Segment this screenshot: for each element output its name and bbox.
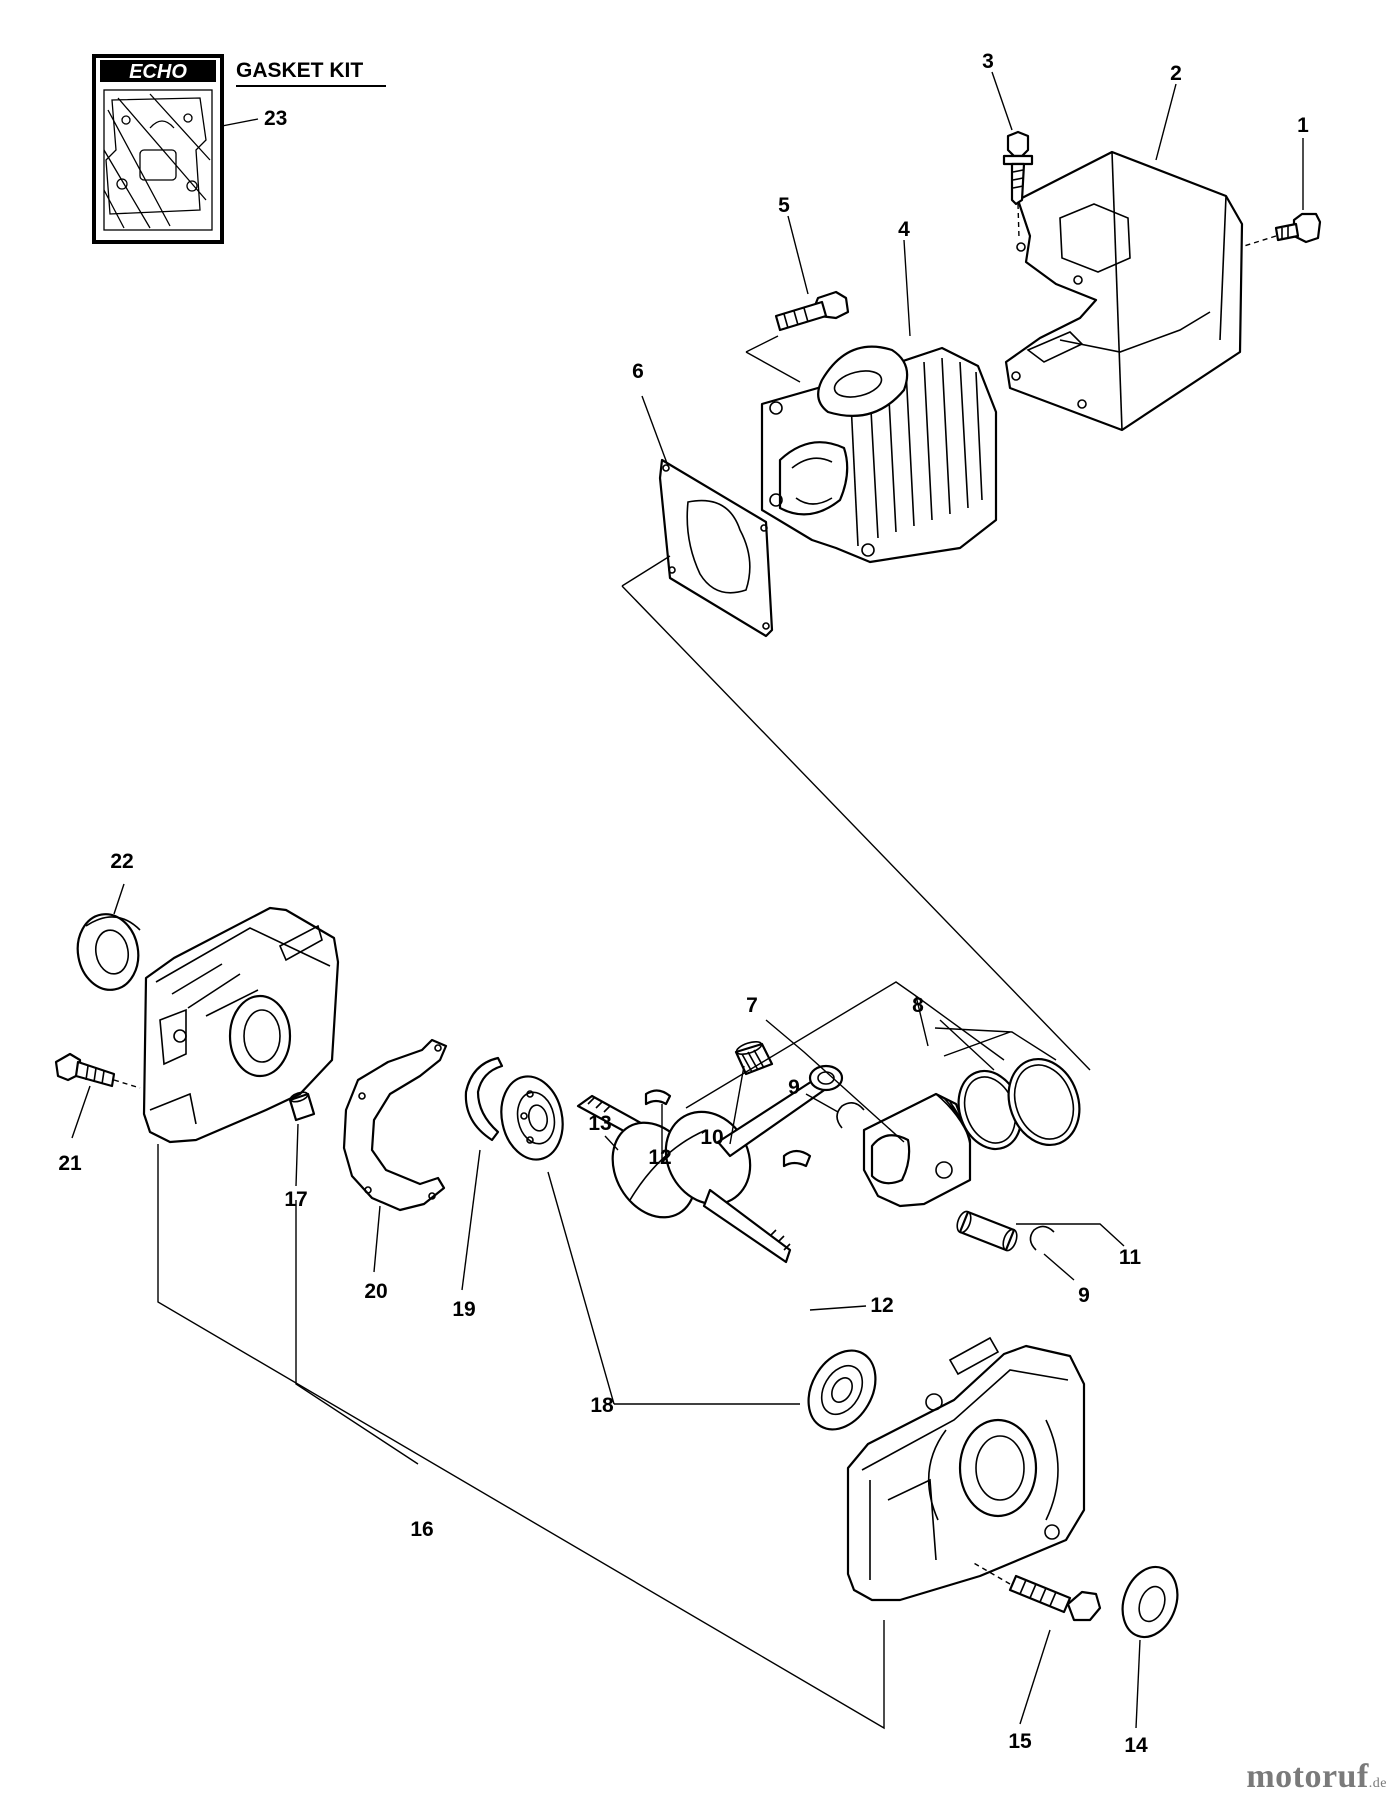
callout-13: 13 bbox=[588, 1112, 611, 1135]
callout-21: 21 bbox=[58, 1152, 82, 1175]
callout-1: 1 bbox=[1297, 114, 1309, 137]
callout-17: 17 bbox=[284, 1188, 307, 1211]
callout-19: 19 bbox=[452, 1298, 475, 1321]
gasket-kit-title: GASKET KIT bbox=[236, 59, 363, 82]
callout-12b: 12 bbox=[870, 1294, 893, 1317]
part-9-piston-pin-clip-lower[interactable] bbox=[1029, 1225, 1055, 1251]
gasket-kit-box[interactable]: ECHO GASKET KIT 23 bbox=[92, 54, 386, 244]
callout-8: 8 bbox=[912, 994, 924, 1017]
watermark-name: motoruf bbox=[1246, 1758, 1369, 1795]
callout-11: 11 bbox=[1119, 1246, 1142, 1269]
part-18-bearing-right[interactable] bbox=[795, 1339, 889, 1442]
part-12-key-lower[interactable] bbox=[782, 1149, 812, 1168]
part-16-crankcase-right[interactable] bbox=[846, 1336, 1086, 1602]
gasket-kit-illustration bbox=[103, 89, 213, 231]
part-3-screw[interactable] bbox=[1002, 130, 1034, 239]
callout-22: 22 bbox=[110, 850, 133, 873]
callout-6: 6 bbox=[632, 360, 644, 383]
part-2-cylinder-cover[interactable] bbox=[1004, 150, 1244, 432]
leader-lines bbox=[71, 71, 1304, 1730]
leader-6-to-rings bbox=[621, 555, 1091, 1071]
motoruf-watermark: motoruf.de bbox=[1246, 1758, 1387, 1796]
callout-20: 20 bbox=[364, 1280, 387, 1303]
part-22-oil-seal[interactable] bbox=[72, 909, 144, 994]
part-16-crankcase-left[interactable] bbox=[142, 906, 340, 1144]
callout-numbers: 1 2 3 4 5 6 7 8 9 10 12 13 11 9 12 18 19… bbox=[58, 50, 1309, 1757]
part-19-circlip[interactable] bbox=[464, 1056, 504, 1142]
callout-7: 7 bbox=[746, 994, 758, 1017]
part-17-dowel-pin[interactable] bbox=[288, 1090, 316, 1122]
callout-5: 5 bbox=[778, 194, 790, 217]
callout-12a: 12 bbox=[648, 1146, 671, 1169]
callout-3: 3 bbox=[982, 50, 994, 73]
part-13-crankshaft[interactable] bbox=[576, 1064, 844, 1264]
callout-10: 10 bbox=[700, 1126, 723, 1149]
part-21-bolt[interactable] bbox=[54, 1052, 141, 1089]
callout-9b: 9 bbox=[1078, 1284, 1090, 1307]
part-1-screw[interactable] bbox=[1243, 212, 1322, 247]
part-12-key-upper[interactable] bbox=[644, 1089, 672, 1106]
watermark-suffix: .de bbox=[1368, 1776, 1387, 1791]
part-9-piston-pin-clip-upper[interactable] bbox=[836, 1102, 865, 1129]
part-14-oil-seal[interactable] bbox=[1113, 1559, 1186, 1644]
part-6-cylinder-gasket[interactable] bbox=[658, 458, 774, 638]
callout-23: 23 bbox=[264, 107, 287, 130]
callout-18: 18 bbox=[590, 1394, 614, 1417]
part-18-bearing-left[interactable] bbox=[494, 1071, 570, 1166]
part-7-piston[interactable] bbox=[862, 1092, 972, 1208]
part-15-bolt[interactable] bbox=[971, 1561, 1102, 1622]
echo-logo: ECHO bbox=[129, 61, 187, 83]
callout-2: 2 bbox=[1170, 62, 1182, 85]
part-8-piston-ring-rear[interactable] bbox=[997, 1049, 1091, 1155]
callout-15: 15 bbox=[1008, 1730, 1032, 1753]
callout-14: 14 bbox=[1124, 1734, 1148, 1757]
part-5-bolt[interactable] bbox=[745, 290, 850, 383]
callout-16: 16 bbox=[410, 1518, 433, 1541]
callout-9a: 9 bbox=[788, 1076, 800, 1099]
part-11-piston-pin[interactable] bbox=[955, 1210, 1020, 1253]
part-20-crankcase-gasket[interactable] bbox=[342, 1038, 448, 1212]
callout-4: 4 bbox=[898, 218, 910, 241]
part-4-cylinder[interactable] bbox=[760, 345, 998, 564]
part-10-needle-bearing[interactable] bbox=[734, 1039, 774, 1076]
